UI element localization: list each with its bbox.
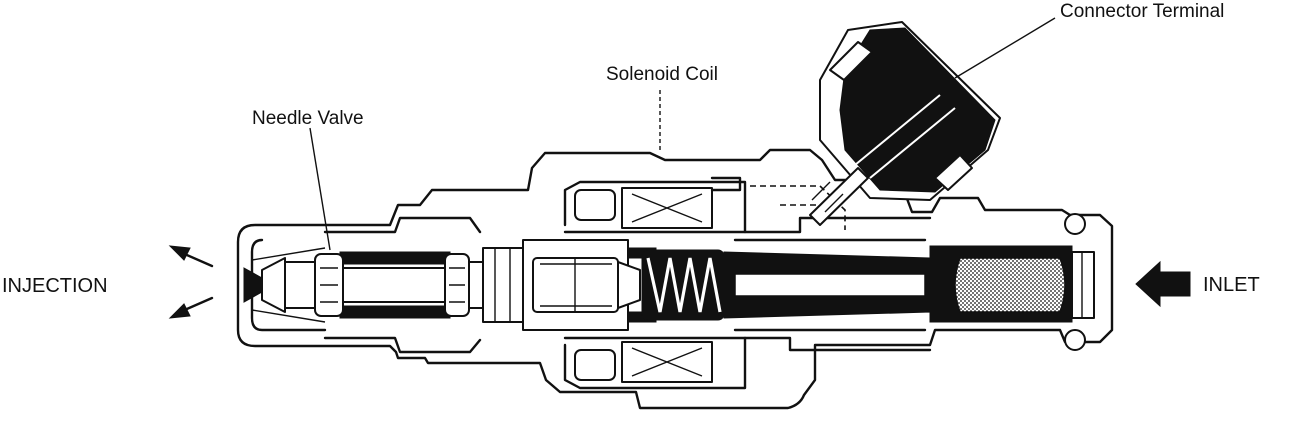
inlet-arrow-icon [1135, 260, 1191, 308]
inlet-filter [954, 257, 1066, 313]
needle-valve-label: Needle Valve [252, 108, 364, 129]
solenoid-coil-label: Solenoid Coil [606, 64, 718, 85]
connector-housing [809, 21, 1001, 226]
injection-arrows [168, 245, 214, 319]
solenoid-coil-bottom [563, 336, 747, 390]
inlet-label: INLET [1203, 274, 1260, 296]
needle-valve-leader [309, 127, 331, 251]
needle-valve [243, 247, 524, 323]
fuel-passage [723, 213, 1095, 351]
connector-terminal-leader [954, 17, 1056, 79]
return-spring [641, 249, 725, 321]
injector-body [236, 148, 1114, 410]
injection-label: INJECTION [2, 275, 108, 297]
armature [522, 239, 657, 331]
solenoid-coil-top [563, 176, 747, 234]
connector-terminal-label: Connector Terminal [1060, 1, 1224, 22]
